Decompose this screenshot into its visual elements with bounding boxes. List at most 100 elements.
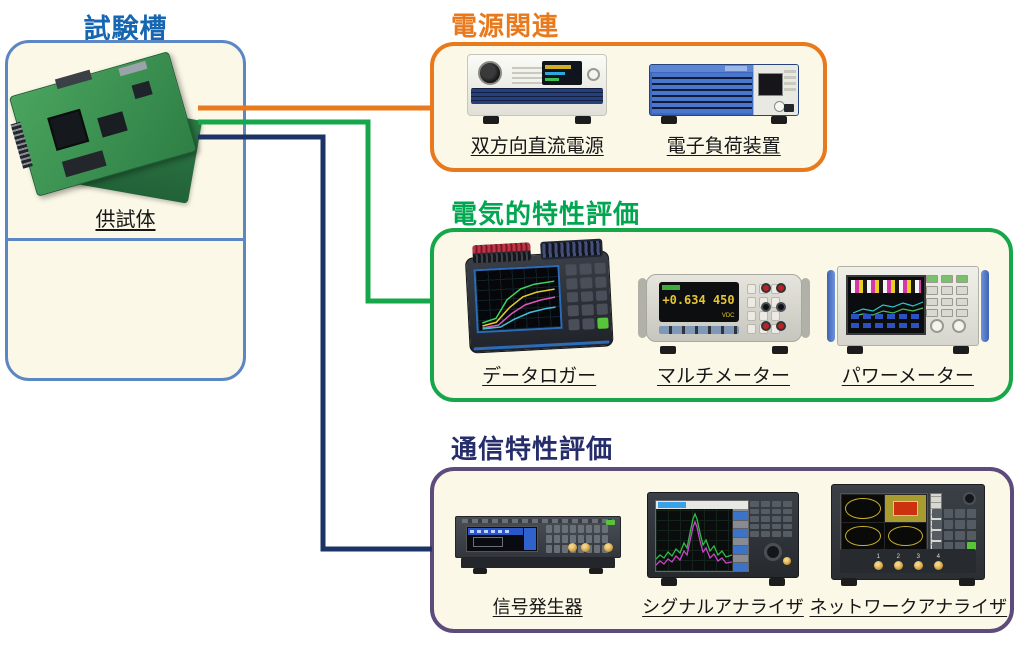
rack-handle [980,270,989,342]
softkey-row [658,326,739,334]
rf-connector [580,543,590,552]
electrical-section-title: 電気的特性評価 [451,199,641,229]
port-panel: 1 2 3 4 [840,549,977,573]
communication-section-box: 信号発生器 [430,467,1014,633]
instrument-base [460,558,615,568]
instrument-foot [659,346,676,354]
port-number: 1 [876,554,880,560]
display-color-bars [850,280,921,293]
display-row [545,65,572,69]
display-side-panel [523,528,536,550]
terminal-pins [542,240,602,258]
rf-connector [913,561,923,570]
instrument-body [836,266,979,346]
banana-jacks [760,283,787,335]
smith-chart-quadrant-highlight [884,495,927,522]
jack-black [760,302,771,312]
instrument-body: +0.634 450 VDC [645,274,802,342]
control-knob [963,492,977,505]
instrument-display [542,61,583,85]
jack-red [776,283,786,293]
instrument-foot [771,346,788,354]
waveform-box [472,537,503,547]
instrument-foot [768,578,785,586]
control-knob [951,319,966,333]
instrument-foot [770,116,787,124]
instrument-foot [952,346,969,354]
multimeter-image: +0.634 450 VDC [637,268,810,354]
side-bumper [800,278,810,338]
instrument-foot [841,578,858,586]
chamber-divider [8,238,243,241]
device-label: パワーメーター [841,366,974,387]
device-label: データロガー [482,366,597,387]
pcb-chip [47,108,90,151]
measurement-unit: VDC [721,313,735,319]
instrument-display [465,526,538,552]
test-port: 4 [933,554,943,570]
device-label: 双方向直流電源 [470,136,604,157]
button-column [784,69,796,91]
instrument-foot [660,578,677,586]
instrument-foot [472,568,487,574]
jack-black [776,302,786,312]
power-switch [783,104,794,112]
instrument-body [648,64,799,116]
control-knob [587,68,601,81]
keypad [565,262,609,331]
power-button [605,520,615,525]
frequency-bar [467,528,523,535]
rf-connector [567,543,577,552]
test-port: 3 [913,554,923,570]
instrument-foot [588,568,603,574]
instrument-foot [846,346,863,354]
keypad [932,509,977,551]
spectrum-plot [655,509,733,571]
electrical-section-box: データロガー +0.634 450 VDC [430,228,1013,402]
pcb-chip [131,80,153,100]
device-label: 信号発生器 [492,597,583,617]
jack-red [760,321,771,331]
keypad [749,501,792,537]
instrument-foot [959,578,976,586]
instrument-display [654,500,749,572]
specimen-pcb-image [8,51,203,204]
front-grille [471,88,604,104]
test-port: 1 [873,554,883,570]
keypad [925,275,968,317]
device-cell: シグナルアナライザ [635,479,810,619]
smith-chart-quadrant [842,495,884,522]
power-section-box: 双方向直流電源 [430,42,827,172]
mode-indicator [661,285,680,290]
jack-red [776,321,786,331]
pcb-connector [54,69,93,90]
instrument-display [845,275,926,335]
side-bumper [637,278,647,338]
instrument-body [454,516,621,558]
device-label: ネットワークアナライザ [809,597,1008,617]
rack-handle [826,270,835,342]
network-analyzer-image: 1 2 3 4 [827,482,989,586]
display-toolbar [655,501,748,509]
communication-section-title: 通信特性評価 [451,434,614,464]
pcb-connector [118,60,148,77]
device-cell: 信号発生器 [450,479,625,619]
bidirectional-dc-power-supply-image [467,54,608,124]
electronic-load-image [648,64,799,124]
rf-connector [603,543,613,552]
port-number: 4 [936,554,940,560]
brand-strip [725,66,748,71]
instrument-display [473,264,563,334]
measurement-reading: +0.634 450 [662,293,735,307]
pcb-chip [97,111,128,138]
test-port: 2 [893,554,903,570]
control-panel [753,65,798,115]
display-row [545,72,566,75]
power-meter-image [826,264,989,354]
instrument-foot [483,116,500,124]
vent-slats [651,73,753,113]
device-cell: 双方向直流電源 [464,54,611,158]
instrument-body: 1 2 3 4 [831,484,986,580]
rf-connector [873,561,883,570]
